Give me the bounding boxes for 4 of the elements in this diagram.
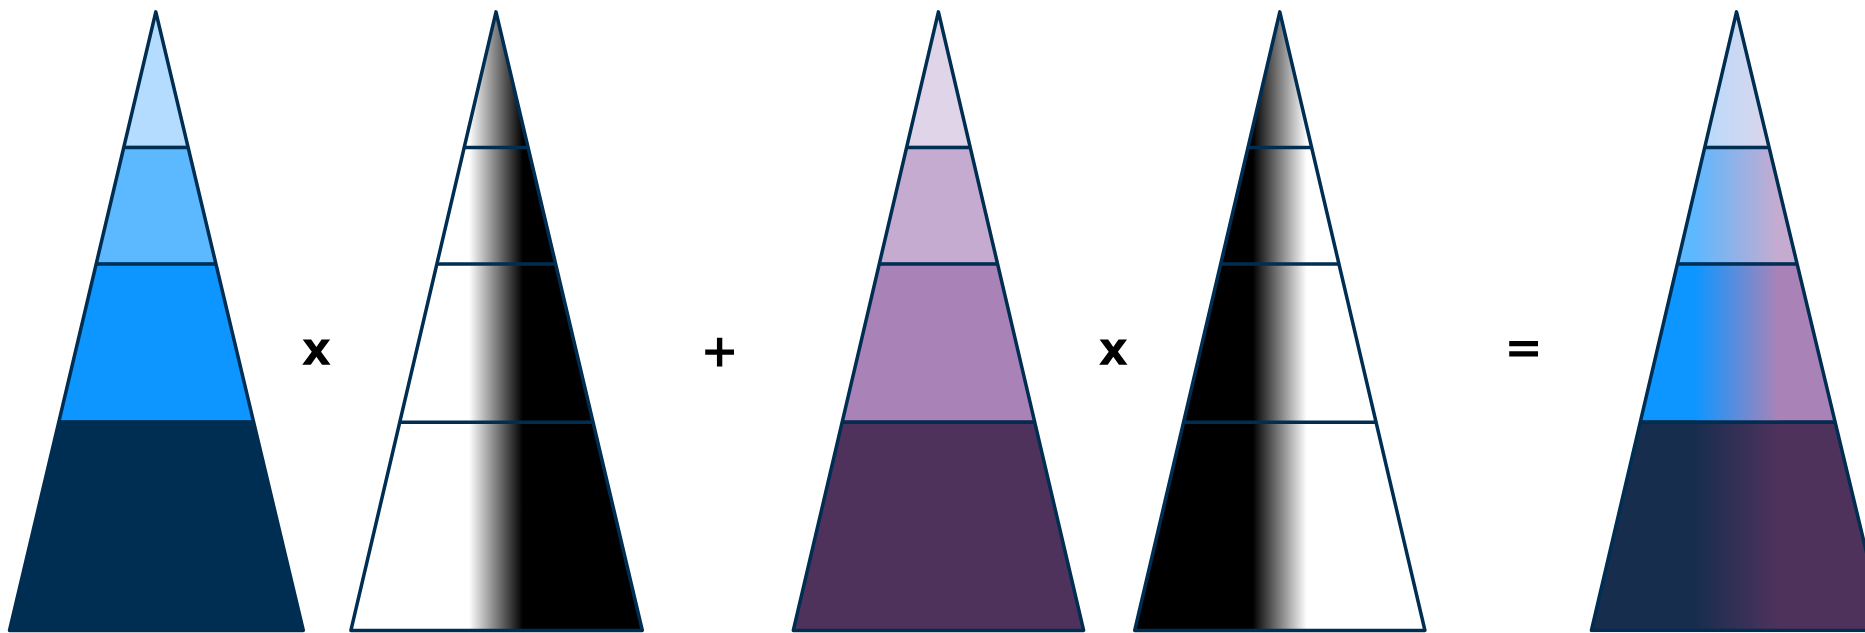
operator-symbol: x <box>302 339 331 365</box>
operator-symbol: x <box>1099 339 1128 365</box>
operator-symbol: + <box>705 337 734 367</box>
operator-symbol: = <box>1509 341 1538 357</box>
